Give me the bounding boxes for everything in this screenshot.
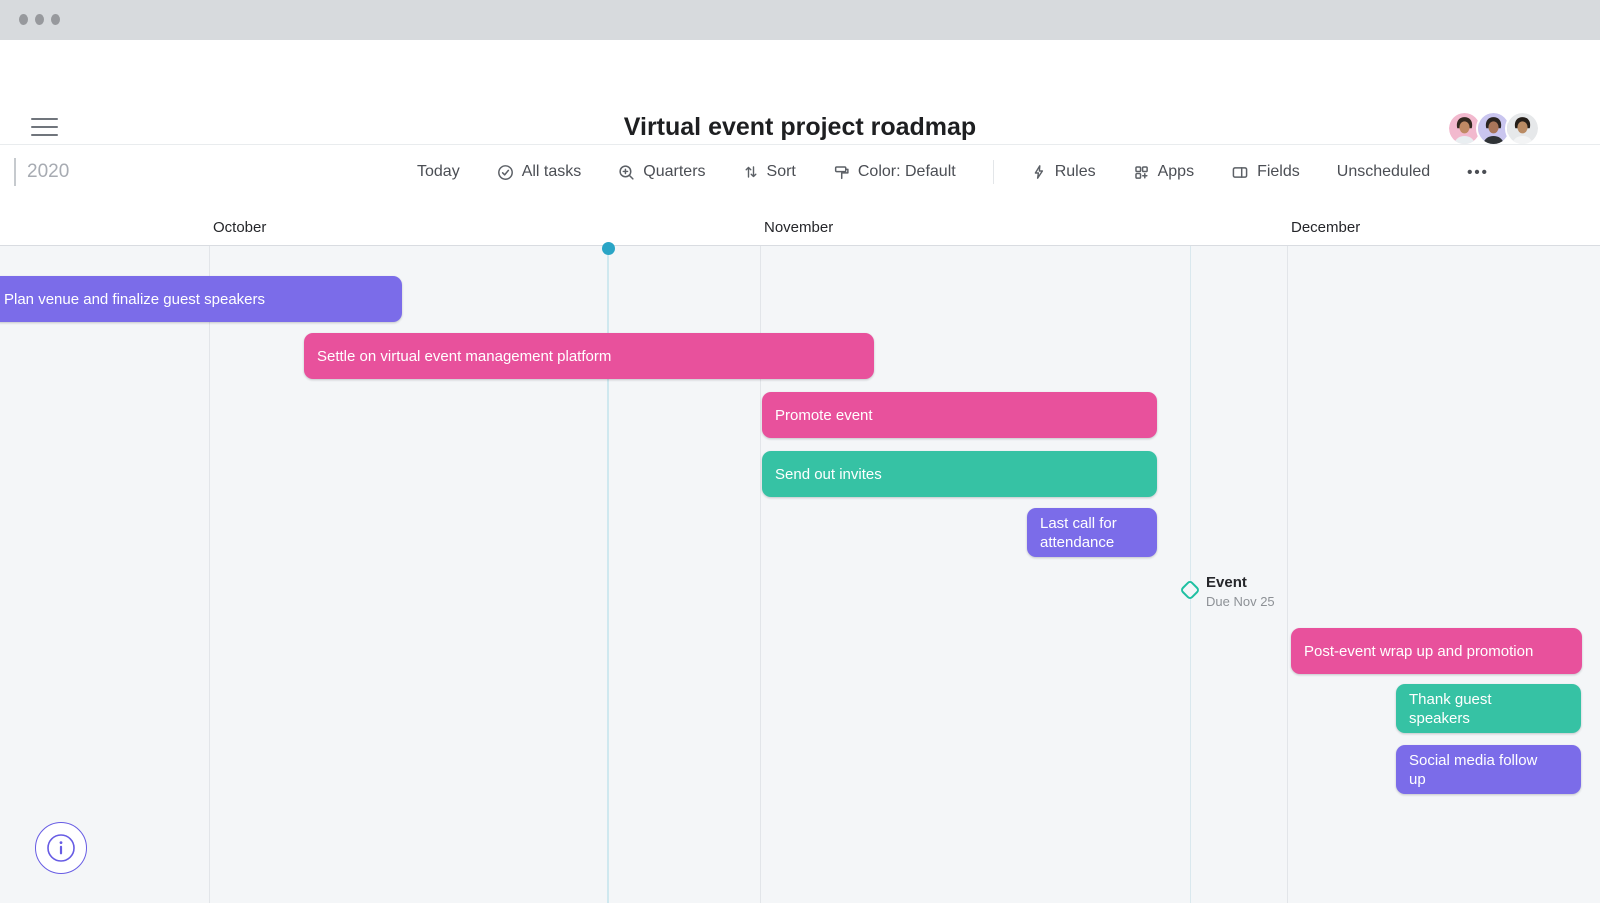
sort-arrows-icon [743,164,759,180]
milestone-due-date: Due Nov 25 [1206,594,1275,609]
task-bar-label: Thank guest speakers [1409,690,1492,727]
task-bar-label: Plan venue and finalize guest speakers [4,290,266,308]
toolbar-item-label: Unscheduled [1336,163,1431,180]
toolbar-items: Today All tasks Quarters Sort Color: Default… [417,145,1489,199]
month-gridline [1287,246,1288,903]
more-options-button[interactable]: ••• [1467,164,1489,181]
milestone-date-line [1190,246,1191,903]
toolbar-item-label: Rules [1054,163,1096,180]
task-bar[interactable]: Promote event [762,392,1157,438]
avatar-3[interactable] [1505,111,1540,146]
task-bar[interactable]: Plan venue and finalize guest speakers [0,276,402,322]
timeline-toolbar: 2020 Today All tasks Quarters Sort Color: De… [0,144,1600,198]
toolbar-item-label: Sort [766,163,796,180]
page-title: Virtual event project roadmap [623,113,977,141]
zoom-in-icon [618,164,635,181]
task-bar-label: Settle on virtual event management platf… [317,347,612,365]
avatar-1[interactable] [1447,111,1482,146]
sidebar-menu-icon[interactable] [31,118,58,140]
task-bar[interactable]: Send out invites [762,451,1157,497]
year-label: 2020 [14,158,69,186]
window-control-dot[interactable] [51,14,60,25]
toolbar-item-label: Quarters [643,163,706,180]
today-line [607,246,609,903]
month-gridline [760,246,761,903]
info-button[interactable] [35,822,87,874]
project-header: Virtual event project roadmap [0,40,1600,146]
task-bar[interactable]: Settle on virtual event management platf… [304,333,874,379]
task-bar[interactable]: Social media follow up [1396,745,1581,794]
task-bar-label: Post-event wrap up and promotion [1304,642,1534,660]
month-header-row: October November December [0,198,1600,246]
all-tasks-filter[interactable]: All tasks [497,163,582,181]
task-bar-label: Promote event [775,406,873,424]
window-control-dot[interactable] [35,14,44,25]
lightning-icon [1031,164,1047,180]
toolbar-item-label: Fields [1257,163,1300,180]
window-control-dot[interactable] [19,14,28,25]
month-label-december: December [1291,219,1361,236]
fields-button[interactable]: Fields [1231,163,1300,181]
unscheduled-button[interactable]: Unscheduled [1337,163,1430,181]
task-bar-label: Last call for attendance [1040,514,1117,551]
fields-icon [1231,164,1249,181]
sort-button[interactable]: Sort [743,163,796,181]
today-button[interactable]: Today [417,163,460,181]
task-bar[interactable]: Post-event wrap up and promotion [1291,628,1582,674]
toolbar-item-label: Today [417,163,460,180]
toolbar-item-label: All tasks [521,163,582,180]
toolbar-item-label: Apps [1157,163,1195,180]
toolbar-item-label: Color: Default [857,163,956,180]
paint-roller-icon [833,164,850,181]
apps-button[interactable]: Apps [1133,163,1194,181]
task-bar-label: Social media follow up [1409,751,1538,788]
apps-grid-icon [1133,164,1150,181]
member-avatars [1447,111,1540,146]
check-circle-icon [497,164,514,181]
milestone-title: Event [1206,574,1247,591]
task-bar-label: Send out invites [775,465,882,483]
month-label-october: October [213,219,267,236]
info-icon [47,834,75,862]
milestone-diamond-icon [1181,581,1199,599]
task-bar[interactable]: Thank guest speakers [1396,684,1581,733]
window-titlebar [0,0,1600,40]
task-bar[interactable]: Last call for attendance [1027,508,1157,557]
month-label-november: November [764,219,834,236]
toolbar-divider [992,160,994,184]
quarters-zoom[interactable]: Quarters [618,163,706,181]
month-gridline [209,246,210,903]
today-marker-dot[interactable] [601,242,615,255]
color-button[interactable]: Color: Default [833,163,956,181]
rules-button[interactable]: Rules [1031,163,1096,181]
toolbar-item-label: ••• [1467,163,1489,181]
